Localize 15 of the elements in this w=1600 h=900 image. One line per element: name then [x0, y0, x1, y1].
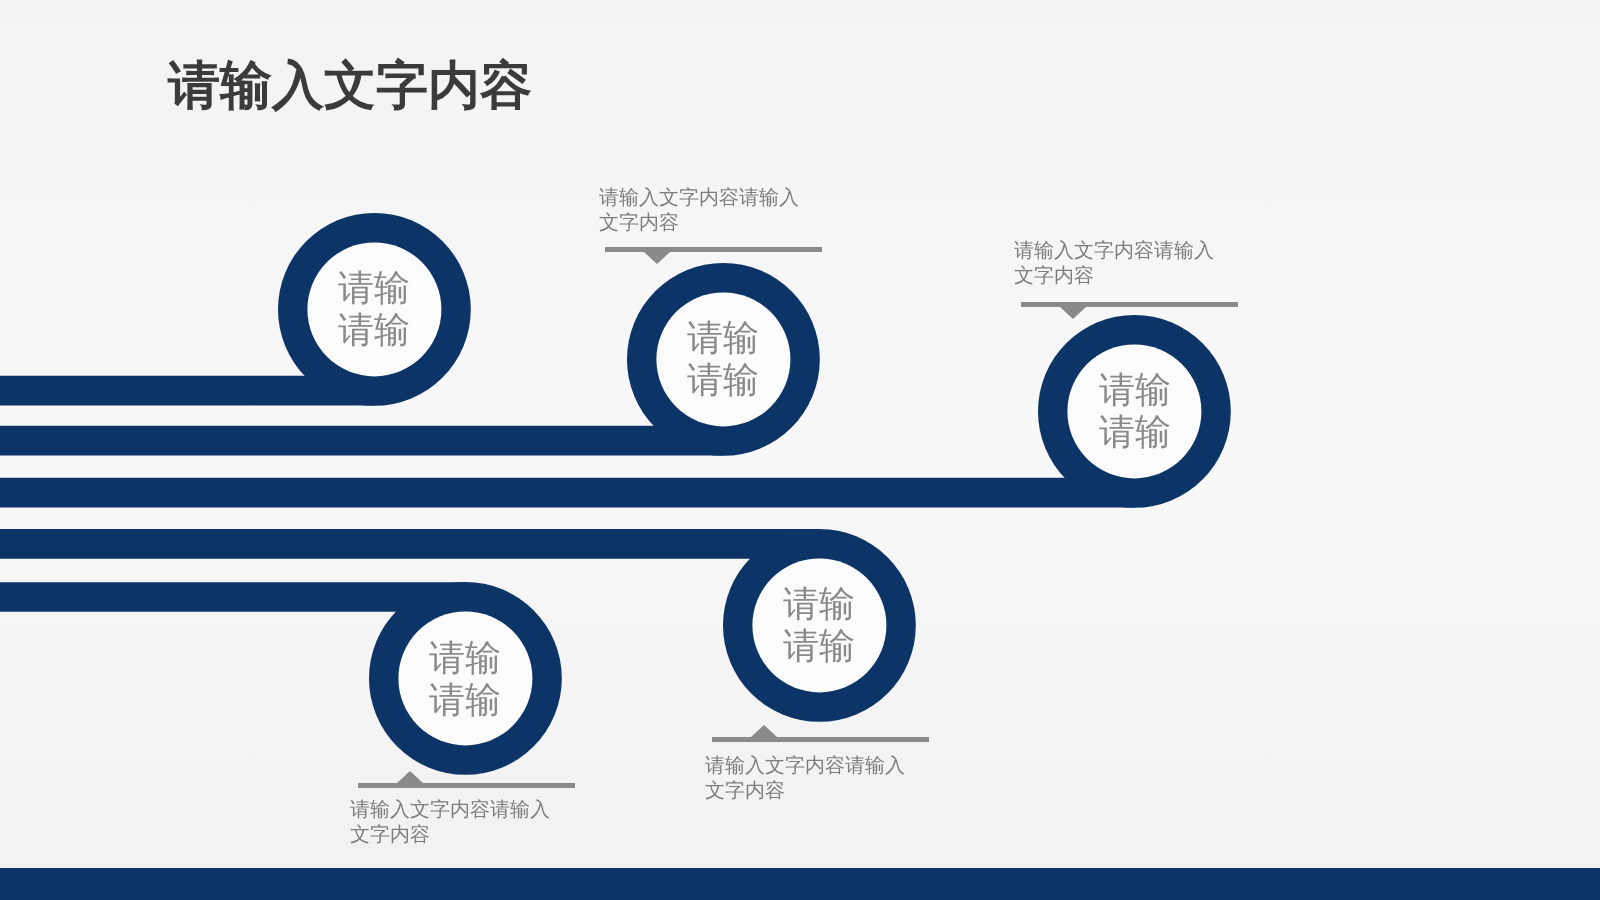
- circle-label: 请输请输: [1097, 369, 1172, 453]
- caption-text: 请输入文字内容请输入文字内容: [1014, 238, 1215, 287]
- ring-node: [723, 529, 916, 722]
- circle-label: 请输请输: [782, 583, 857, 668]
- slide-title: 请输入文字内容: [168, 54, 532, 116]
- ring-node: [1038, 314, 1232, 508]
- caption-text: 请输入文字内容请输入文字内容: [350, 797, 551, 846]
- ring-node: [368, 582, 562, 775]
- circle-label: 请输请输: [337, 267, 412, 351]
- circle-label: 请输请输: [686, 317, 761, 401]
- caption-text: 请输入文字内容请输入文字内容: [705, 753, 906, 802]
- caption-text: 请输入文字内容请输入文字内容: [599, 185, 800, 234]
- ring-node: [278, 212, 471, 406]
- ring-node: [627, 262, 820, 456]
- circle-label: 请输请输: [428, 636, 503, 721]
